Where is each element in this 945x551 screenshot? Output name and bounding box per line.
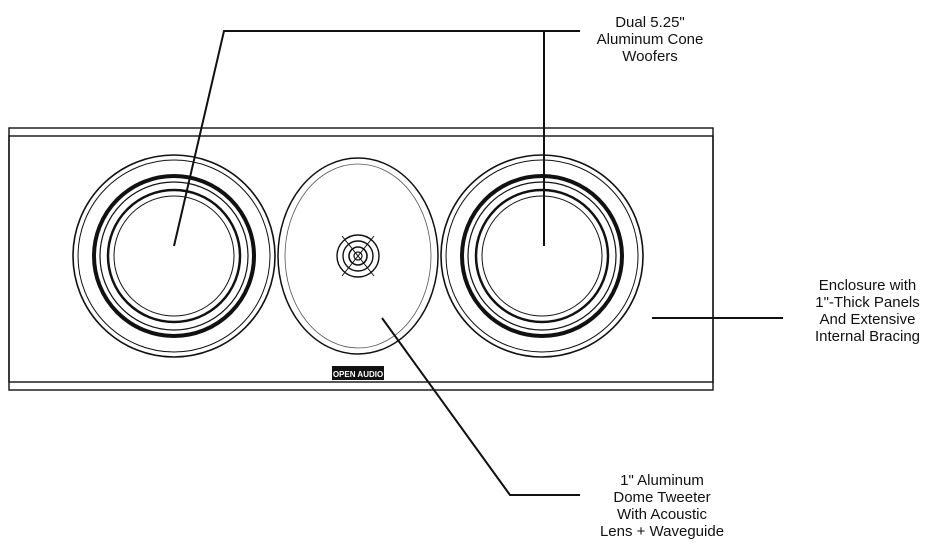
leader-lines: [173, 30, 783, 496]
woofers-callout-line-1: Dual 5.25": [615, 14, 685, 31]
tweeter-callout-line-3: With Acoustic: [616, 506, 708, 523]
enclosure-callout-line-4: Internal Bracing: [814, 328, 921, 345]
tweeter-leader-line: [381, 317, 580, 496]
tweeter-waveguide: [277, 157, 439, 355]
speaker-cabinet: [8, 127, 714, 391]
tweeter-dome: [336, 234, 380, 278]
enclosure-callout: Enclosure with 1"-Thick Panels And Exten…: [790, 277, 945, 345]
left-woofer: [72, 154, 276, 358]
enclosure-callout-line-1: Enclosure with: [818, 277, 917, 294]
woofers-callout: Dual 5.25" Aluminum Cone Woofers: [560, 14, 740, 65]
woofers-callout-line-2: Aluminum Cone: [596, 31, 704, 48]
enclosure-callout-line-3: And Extensive: [819, 311, 916, 328]
brand-logo: OPEN AUDIO: [332, 366, 384, 380]
tweeter-callout-line-4: Lens + Waveguide: [599, 523, 725, 540]
woofers-callout-line-3: Woofers: [622, 48, 678, 65]
tweeter-callout: 1" Aluminum Dome Tweeter With Acoustic L…: [572, 472, 752, 540]
right-woofer: [440, 154, 644, 358]
brand-logo-text: OPEN AUDIO: [333, 370, 383, 379]
tweeter-callout-line-2: Dome Tweeter: [613, 489, 711, 506]
woofers-leader-line: [173, 30, 580, 247]
enclosure-callout-line-2: 1"-Thick Panels: [815, 294, 920, 311]
tweeter-callout-line-1: 1" Aluminum: [620, 472, 704, 489]
